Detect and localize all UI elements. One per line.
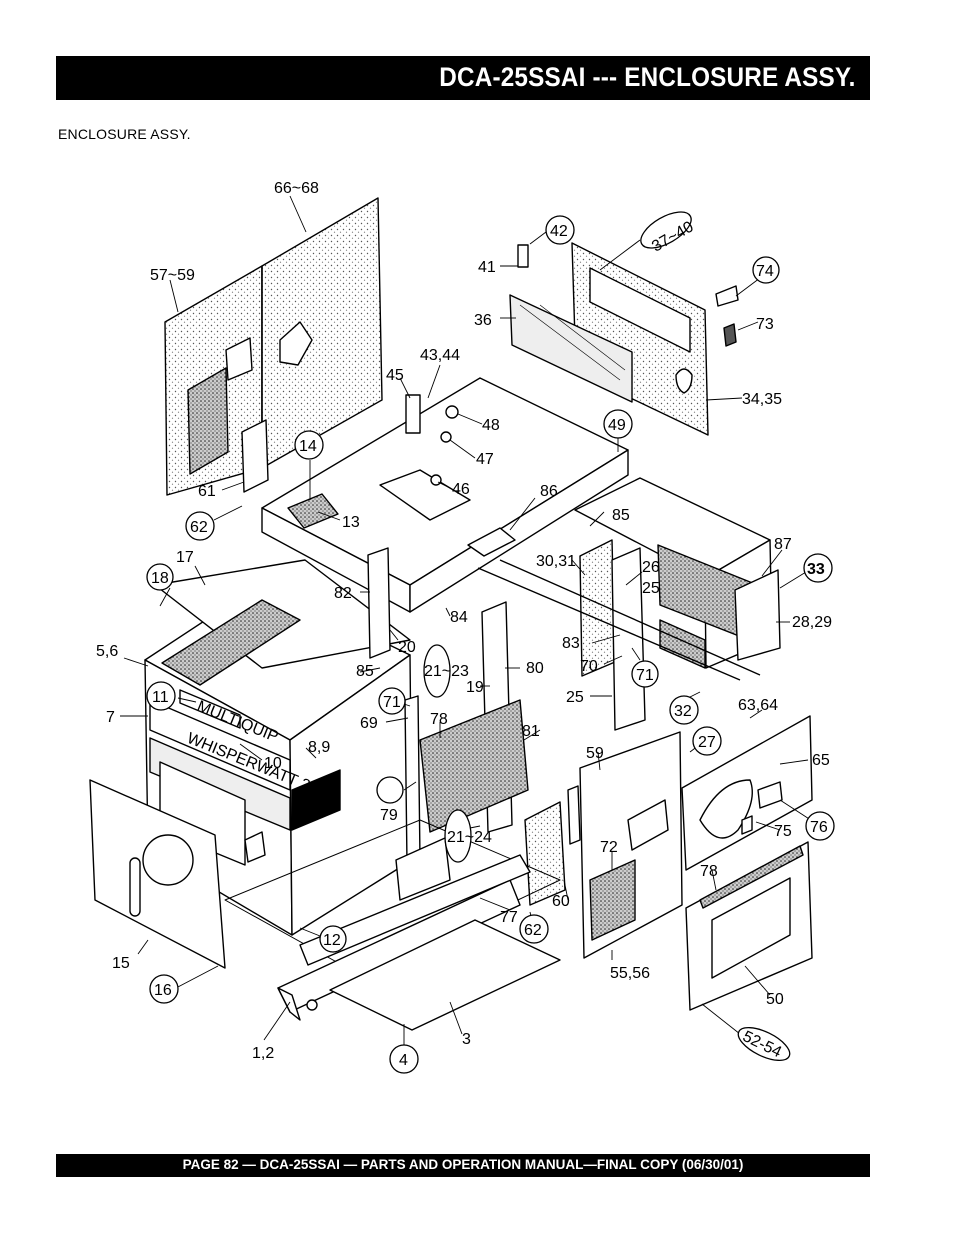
callout-79: 79 — [380, 807, 398, 824]
callout-83: 83 — [562, 635, 580, 652]
callout-17: 17 — [176, 549, 194, 566]
callout-4: 4 — [399, 1052, 408, 1069]
callout-28-29: 28,29 — [792, 614, 832, 631]
callout-30-31: 30,31 — [536, 553, 576, 570]
callout-86: 86 — [540, 483, 558, 500]
callout-27: 27 — [698, 734, 716, 751]
callout-3: 3 — [462, 1031, 471, 1048]
inner-frame — [367, 547, 566, 906]
callout-72: 72 — [600, 839, 618, 856]
callout-42: 42 — [550, 223, 568, 240]
callout-74: 74 — [756, 263, 774, 280]
callout-25-upper: 25 — [642, 580, 660, 597]
callout-10: 10 — [264, 755, 282, 772]
callout-32: 32 — [674, 703, 692, 720]
callout-55-56: 55,56 — [610, 965, 650, 982]
callout-50: 50 — [766, 991, 784, 1008]
callout-69: 69 — [360, 715, 378, 732]
callout-49: 49 — [608, 417, 626, 434]
callout-19: 19 — [466, 679, 484, 696]
callout-8-9: 8,9 — [308, 739, 330, 756]
callout-77: 77 — [500, 909, 518, 926]
callout-7: 7 — [106, 709, 115, 726]
callout-57-59: 57~59 — [150, 267, 195, 284]
callout-1-2: 1,2 — [252, 1045, 274, 1062]
rear-right-assembly — [477, 477, 781, 731]
callout-47: 47 — [476, 451, 494, 468]
control-panel — [681, 715, 813, 1011]
base-frame — [224, 819, 561, 1031]
callout-78-panel: 78 — [700, 863, 718, 880]
callout-45: 45 — [386, 367, 404, 384]
callout-76: 76 — [810, 819, 828, 836]
section-title: ENCLOSURE ASSY. — [58, 126, 191, 142]
callout-65: 65 — [812, 752, 830, 769]
callout-25-lower: 25 — [566, 689, 584, 706]
roof-cover — [261, 377, 629, 613]
callout-46: 46 — [452, 481, 470, 498]
callout-61: 61 — [198, 483, 216, 500]
callout-75: 75 — [774, 823, 792, 840]
callout-63-64: 63,64 — [738, 697, 778, 714]
footer-text: PAGE 82 — DCA-25SSAI — PARTS AND OPERATI… — [182, 1157, 744, 1172]
callout-18: 18 — [151, 570, 169, 587]
callout-66-68: 66~68 — [274, 180, 319, 197]
callout-81: 81 — [522, 723, 540, 740]
callout-62-upper: 62 — [190, 519, 208, 536]
callout-16: 16 — [154, 982, 172, 999]
callout-48: 48 — [482, 417, 500, 434]
callout-20: 20 — [398, 639, 416, 656]
callout-13: 13 — [342, 514, 360, 531]
callout-circles — [146, 211, 835, 1074]
leader-lines — [120, 195, 821, 1050]
header-banner: DCA-25SSAI --- ENCLOSURE ASSY. — [56, 56, 870, 100]
callout-59: 59 — [586, 745, 604, 762]
callout-85-upper: 85 — [612, 507, 630, 524]
callout-33: 33 — [807, 561, 825, 578]
callout-14: 14 — [299, 438, 317, 455]
callout-73: 73 — [756, 316, 774, 333]
callout-34-35: 34,35 — [742, 391, 782, 408]
end-panel-left — [89, 779, 266, 969]
callout-11: 11 — [152, 689, 169, 706]
callout-43-44: 43,44 — [420, 347, 460, 364]
callout-70: 70 — [580, 658, 598, 675]
front-door — [567, 731, 683, 959]
side-door-left — [164, 197, 383, 496]
callout-60: 60 — [552, 893, 570, 910]
callout-71-right: 71 — [636, 667, 654, 684]
callout-21-23: 21~23 — [424, 663, 469, 680]
callout-15: 15 — [112, 955, 130, 972]
callout-12: 12 — [323, 932, 341, 949]
callout-5-6: 5,6 — [96, 643, 118, 660]
footer-banner: PAGE 82 — DCA-25SSAI — PARTS AND OPERATI… — [56, 1154, 870, 1177]
mq-logo-label: MQ — [296, 795, 322, 812]
callout-84: 84 — [450, 609, 468, 626]
callout-87: 87 — [774, 536, 792, 553]
side-door-right — [509, 242, 739, 436]
callout-80: 80 — [526, 660, 544, 677]
callout-85-lower: 85 — [356, 663, 374, 680]
exploded-parts-diagram: MULTIQUIP WHISPERWATT 25 MQ 66~68 57~59 … — [89, 180, 835, 1074]
callout-62-lower: 62 — [524, 922, 542, 939]
callout-36: 36 — [474, 312, 492, 329]
callout-78-inner: 78 — [430, 711, 448, 728]
callout-71-left: 71 — [383, 694, 401, 711]
callout-41: 41 — [478, 259, 496, 276]
callout-21-24: 21~24 — [447, 829, 492, 846]
callout-82: 82 — [334, 585, 352, 602]
callout-26: 26 — [642, 559, 660, 576]
page-title: DCA-25SSAI --- ENCLOSURE ASSY. — [439, 62, 856, 92]
